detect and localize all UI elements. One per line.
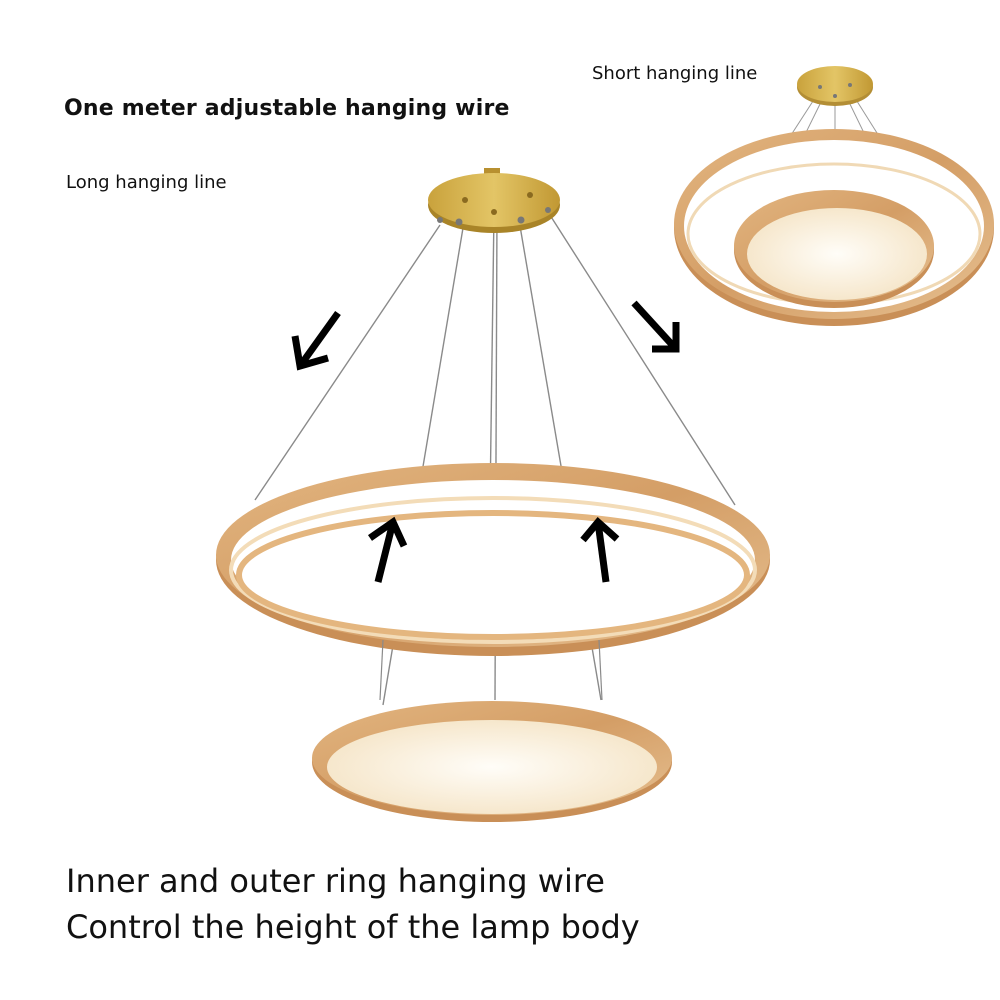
arrow-down-left-icon [291,310,341,371]
main-lamp [216,168,770,822]
caption-line-2: Control the height of the lamp body [66,908,640,946]
caption-line-1: Inner and outer ring hanging wire [66,862,605,900]
page-title: One meter adjustable hanging wire [64,96,510,121]
short-hanging-lamp [674,66,994,326]
outer-ring [216,463,770,656]
arrow-down-right-icon [631,300,680,353]
ceiling-canopy [428,168,560,233]
short-hanging-label: Short hanging line [592,63,758,84]
long-hanging-label: Long hanging line [66,172,227,193]
inner-ring [312,701,672,822]
arrow-up-icon [580,516,620,583]
arrow-up-icon [368,516,408,583]
